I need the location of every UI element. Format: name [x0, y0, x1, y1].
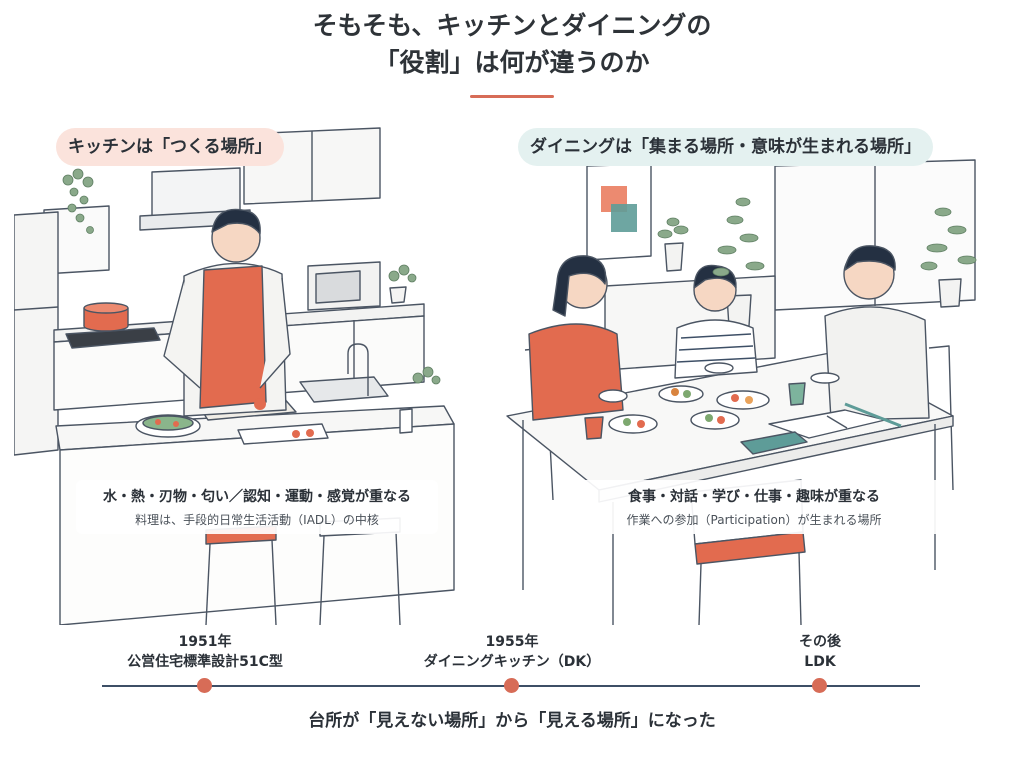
- dining-caption: 食事・対話・学び・仕事・趣味が重なる 作業への参加（Participation）…: [556, 480, 952, 534]
- timeline-event: 公営住宅標準設計51C型: [127, 654, 283, 670]
- dining-illustration: [505, 120, 1010, 625]
- kitchen-caption-main: 水・熱・刃物・匂い／認知・運動・感覚が重なる: [103, 489, 411, 505]
- footer-summary: 台所が「見えない場所」から「見える場所」になった: [308, 711, 716, 731]
- dining-caption-sub: 作業への参加（Participation）が生まれる場所: [626, 513, 882, 527]
- dining-label: ダイニングは「集まる場所・意味が生まれる場所」: [518, 128, 933, 166]
- timeline-label-later: その後 LDK: [760, 632, 880, 672]
- timeline-event: LDK: [804, 654, 836, 670]
- timeline-label-1951: 1951年 公営住宅標準設計51C型: [105, 632, 305, 672]
- page-title-line1: そもそも、キッチンとダイニングの: [312, 11, 712, 40]
- timeline-year: その後: [799, 634, 841, 650]
- dining-caption-main: 食事・対話・学び・仕事・趣味が重なる: [628, 489, 880, 505]
- timeline-dot-1955: [504, 678, 519, 693]
- timeline-label-1955: 1955年 ダイニングキッチン（DK）: [392, 632, 632, 672]
- kitchen-caption-sub: 料理は、手段的日常生活活動（IADL）の中核: [135, 513, 379, 527]
- timeline-year: 1951年: [178, 634, 232, 650]
- timeline-year: 1955年: [485, 634, 539, 650]
- kitchen-label: キッチンは「つくる場所」: [56, 128, 284, 166]
- title-underline: [470, 95, 554, 98]
- page-title-line2: 「役割」は何が違うのか: [374, 48, 650, 77]
- kitchen-caption: 水・熱・刃物・匂い／認知・運動・感覚が重なる 料理は、手段的日常生活活動（IAD…: [76, 480, 438, 534]
- timeline-dot-later: [812, 678, 827, 693]
- kitchen-illustration: [14, 120, 460, 625]
- timeline-event: ダイニングキッチン（DK）: [423, 654, 601, 670]
- timeline-dot-1951: [197, 678, 212, 693]
